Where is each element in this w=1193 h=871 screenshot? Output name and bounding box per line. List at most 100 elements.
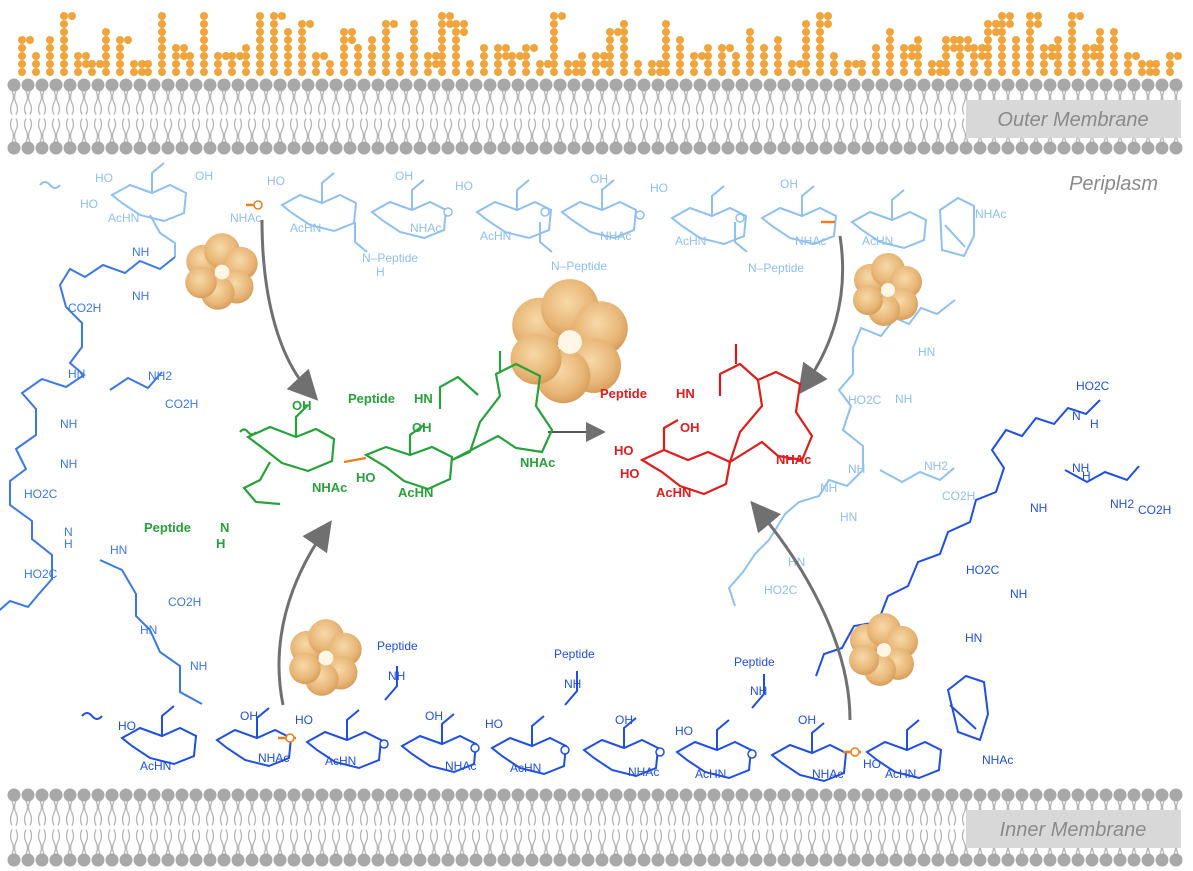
lipid-tail [303,829,309,855]
ch2oh-arm [161,705,175,736]
bottom-anhydro-nhac-label: NHAc [982,753,1013,767]
lps-bead [746,52,754,60]
bottom-ho-label: HO [118,719,136,733]
red-bonds [639,344,814,496]
lps-bead [914,52,922,60]
lps-bead [956,36,964,44]
bottom-oh-label: OH [798,713,816,727]
lipid-tail [531,118,537,143]
lps-bead [746,68,754,76]
headgroup [959,853,973,867]
lipid-tail [545,829,551,855]
lipid-tail [233,90,239,115]
lipid-tail [177,829,183,855]
headgroup [1085,78,1099,92]
headgroup [1169,78,1183,92]
headgroup [847,853,861,867]
headgroup [539,788,553,802]
lps-bead [620,36,628,44]
lps-bead [452,52,460,60]
headgroup [1099,141,1113,155]
lipid-tail [765,829,771,855]
lipid-tail [65,118,71,143]
lps-bead [354,60,362,68]
lipid-tail [639,829,645,855]
lps-bead [802,60,810,68]
lps-bead [270,36,278,44]
headgroup [399,141,413,155]
headgroup [693,78,707,92]
lipid-tail [527,800,533,826]
lps-bead [1026,12,1034,20]
headgroup [987,78,1001,92]
lipid-tail [429,829,435,855]
lipid-tail [681,90,687,115]
lipid-tail [513,90,519,115]
red-ho-label: HO [614,443,634,458]
lps-bead [578,52,586,60]
lps-bead [746,28,754,36]
lipid-tail [863,800,869,826]
lipid-tail [961,829,967,855]
lipid-tail [443,800,449,826]
lps-bead [1068,28,1076,36]
lipid-tail [723,800,729,826]
top-lactyl-link [149,214,176,257]
lps-bead [550,20,558,28]
lps-bead [1048,44,1056,52]
lipid-tail [51,829,57,855]
lipid-tail [713,118,719,143]
linkage-orange [343,456,367,464]
peptide-label: NH2 [1110,497,1134,511]
lipid-tail [139,829,145,855]
lipid-tail [419,829,425,855]
lps-bead [270,12,278,20]
lipid-tail [513,800,519,826]
headgroup [7,788,21,802]
bottom-achn-label: AcHN [140,759,171,773]
lipid-tail [555,829,561,855]
lipid-tail [923,118,929,143]
top-sugar-rings [110,162,928,250]
lps-bead [74,60,82,68]
lps-bead [760,52,768,60]
lipid-tail [373,829,379,855]
lipid-tail [209,829,215,855]
lipid-tail [65,829,71,855]
lps-bead [592,60,600,68]
lipid-tail [951,90,957,115]
lipid-tail [629,90,635,115]
headgroup [385,78,399,92]
green-h-label: H [216,536,225,551]
lps-bead [760,68,768,76]
lipid-tail [671,800,677,826]
lps-bead [460,20,468,28]
lipid-tail [279,800,285,826]
lipid-tail [499,800,505,826]
lps-bead [46,68,54,76]
headgroup [147,78,161,92]
top-nhac-label: NHAc [795,234,826,248]
lipid-tail [653,800,659,826]
lps-bead [446,12,454,20]
top-nhac-label: NHAc [410,221,441,235]
headgroup [651,853,665,867]
lps-bead [606,68,614,76]
lipopolysaccharide-icon [18,12,1182,76]
headgroup [777,788,791,802]
top-achn-label: AcHN [862,234,893,248]
lipid-tail [517,829,523,855]
lipid-tail [559,800,565,826]
lipid-tail [681,118,687,143]
lps-bead [726,44,734,52]
top-anhydro-nhac-label: NHAc [975,207,1006,221]
lipid-tail [737,800,743,826]
outer-membrane-headgroups-bottom [7,141,1183,155]
lipid-tail [289,800,295,826]
lps-bead [432,60,440,68]
lps-bead [992,20,1000,28]
lps-bead [796,60,804,68]
headgroup [833,788,847,802]
lipid-tail [783,90,789,115]
lipid-tail [909,118,915,143]
